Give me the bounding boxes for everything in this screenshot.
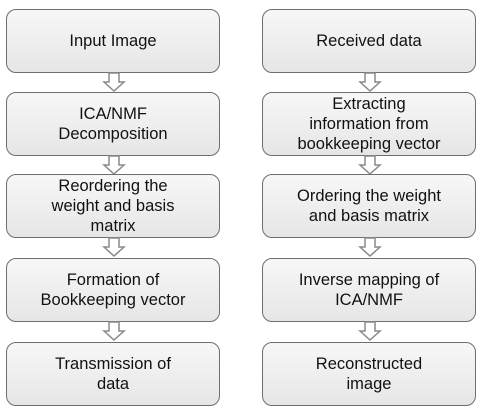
right-step-4-label: Inverse mapping of ICA/NMF — [298, 271, 440, 309]
right-arrow-1-2 — [358, 72, 382, 92]
left-step-5-label: Transmission of data — [55, 355, 171, 393]
right-step-1-box: Received data — [262, 9, 476, 73]
left-step-4-box: Formation of Bookkeeping vector — [6, 258, 220, 322]
left-step-1-label: Input Image — [69, 32, 157, 50]
right-arrow-4-5 — [358, 321, 382, 341]
right-step-4-box: Inverse mapping of ICA/NMF — [262, 258, 476, 322]
left-step-5-box: Transmission of data — [6, 342, 220, 406]
right-arrow-3-4 — [358, 237, 382, 257]
left-step-3-label: Reordering the weight and basis matrix — [51, 177, 175, 235]
right-step-5-label: Reconstructed image — [315, 355, 423, 393]
left-step-3-box: Reordering the weight and basis matrix — [6, 174, 220, 238]
left-step-2-box: ICA/NMF Decomposition — [6, 92, 220, 156]
left-arrow-2-3 — [102, 155, 126, 175]
right-step-3-label: Ordering the weight and basis matrix — [297, 187, 441, 225]
right-step-3-box: Ordering the weight and basis matrix — [262, 174, 476, 238]
left-step-1-box: Input Image — [6, 9, 220, 73]
left-step-4-label: Formation of Bookkeeping vector — [40, 271, 186, 309]
left-arrow-4-5 — [102, 321, 126, 341]
right-step-5-box: Reconstructed image — [262, 342, 476, 406]
right-arrow-2-3 — [358, 155, 382, 175]
right-step-1-label: Received data — [316, 32, 422, 50]
left-arrow-1-2 — [102, 72, 126, 92]
right-step-2-box: Extracting information from bookkeeping … — [262, 92, 476, 156]
right-step-2-label: Extracting information from bookkeeping … — [297, 95, 441, 153]
left-step-2-label: ICA/NMF Decomposition — [58, 105, 168, 143]
left-arrow-3-4 — [102, 237, 126, 257]
